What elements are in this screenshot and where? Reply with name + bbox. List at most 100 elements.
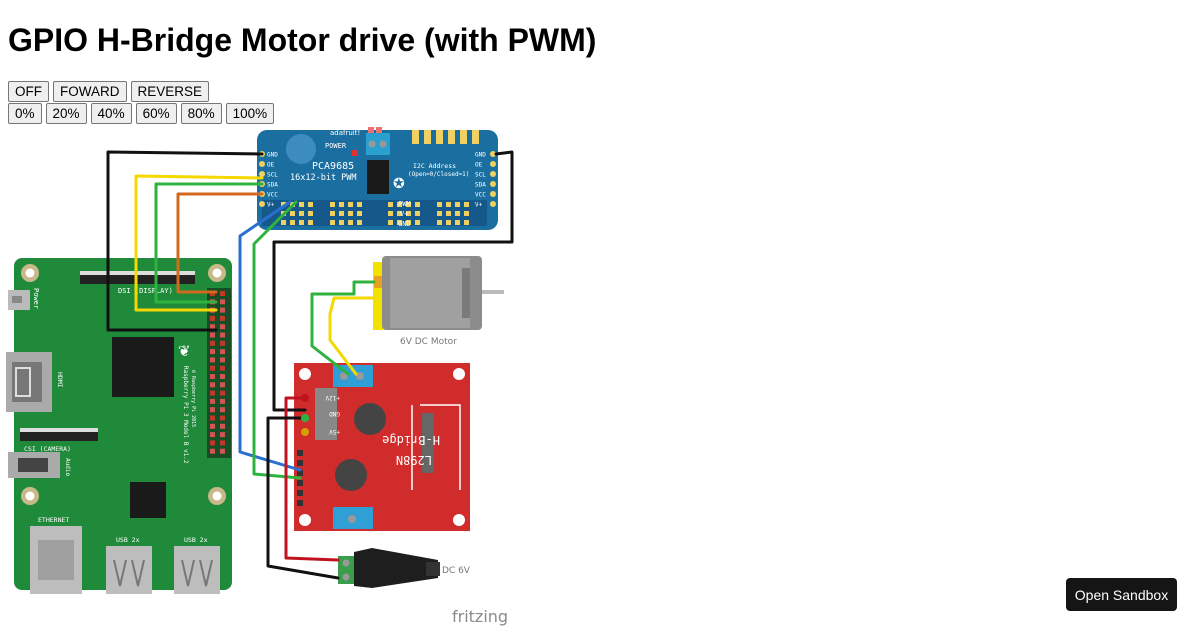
pwm-pin-label: VCC (267, 192, 278, 199)
pwm-header-pin (455, 220, 460, 225)
csi-label: CSI (CAMERA) (24, 445, 71, 453)
pwm-header-pin (308, 202, 313, 207)
motor-label: 6V DC Motor (400, 337, 457, 347)
direction-controls: OFF FOWARD REVERSE (8, 81, 210, 102)
gpio-pin (210, 340, 215, 346)
reverse-button[interactable]: REVERSE (130, 81, 210, 102)
gpio-pin (220, 340, 225, 346)
gpio-pin (220, 307, 225, 313)
adafruit-brand: adafruit! (330, 129, 360, 137)
gpio-pin (220, 440, 225, 446)
pwm-pin-label: OE (267, 162, 275, 169)
pwm-header-pin (415, 211, 420, 216)
pwm-header-pin (339, 202, 344, 207)
i2c-title: I2C Address (413, 162, 456, 170)
pwm-pin-label: SDA (475, 182, 486, 189)
pwm-header-pin (299, 211, 304, 216)
wires (106, 150, 514, 580)
pwm-header-pin (339, 211, 344, 216)
speed-0-button[interactable]: 0% (8, 103, 42, 124)
gpio-pin (220, 407, 225, 413)
pca-subtitle: 16x12-bit PWM (290, 173, 357, 183)
address-jumper (472, 130, 479, 144)
speed-20-button[interactable]: 20% (45, 103, 87, 124)
gpio-pin (220, 398, 225, 404)
gpio-pin (220, 415, 225, 421)
audio-label: Audio (64, 458, 71, 476)
fritzing-watermark: fritzing (452, 607, 508, 626)
adafruit-star-icon: ✪ (393, 175, 405, 191)
off-button[interactable]: OFF (8, 81, 49, 102)
gpio-pin (210, 440, 215, 446)
gpio-pin (210, 357, 215, 363)
wiring-diagram: DSI (DISPLAY) Power HDMI ❦ Raspberry Pi … (6, 127, 514, 626)
page-title: GPIO H-Bridge Motor drive (with PWM) (8, 22, 597, 58)
gnd-row-label: GND (398, 220, 411, 228)
hbridge-board: H-Bridge L298N +12V GND +5V (294, 363, 470, 531)
address-jumper (448, 130, 455, 144)
address-jumper (436, 130, 443, 144)
pwm-header-pin (357, 202, 362, 207)
pwm-header-pin (397, 211, 402, 216)
speed-100-button[interactable]: 100% (225, 103, 275, 124)
gpio-pin (210, 390, 215, 396)
speed-40-button[interactable]: 40% (90, 103, 132, 124)
hb-pin-gnd: GND (329, 410, 340, 417)
pwm-header-pin (464, 202, 469, 207)
hbridge-input-pin (297, 480, 303, 486)
ethernet-label: ETHERNET (38, 516, 69, 524)
pwm-header-pin (397, 220, 402, 225)
vplus-row-label: V+ (400, 210, 408, 218)
pwm-pin-label: SCL (475, 172, 486, 179)
pca-chip-label: PCA9685 (312, 161, 354, 172)
gpio-pin (220, 291, 225, 296)
hbridge-chip: L298N (396, 453, 432, 467)
pwm-header-pin (330, 211, 335, 216)
pwm-pin-label: V+ (475, 202, 483, 209)
pwm-header-pin (397, 202, 402, 207)
gpio-pin (220, 357, 225, 363)
hbridge-input-pin (297, 460, 303, 466)
pwm-edge-pin (490, 201, 496, 207)
speed-80-button[interactable]: 80% (180, 103, 222, 124)
i2c-subtitle: (Open=0/Closed=1) (408, 171, 469, 178)
pwm-header-pin (348, 202, 353, 207)
pwm-pin-label: SCL (267, 172, 278, 179)
gpio-pin (210, 398, 215, 404)
gpio-pin (210, 365, 215, 371)
gpio-pin (210, 432, 215, 438)
pwm-pin-label: GND (475, 152, 486, 159)
pwm-header-pin (357, 211, 362, 216)
gpio-pin (210, 349, 215, 355)
speed-60-button[interactable]: 60% (135, 103, 177, 124)
pwm-edge-pin (259, 171, 265, 177)
gpio-pin (210, 415, 215, 421)
pi-model-label: Raspberry Pi 3 Model B v1.2 (182, 366, 189, 464)
open-sandbox-button[interactable]: Open Sandbox (1066, 578, 1177, 611)
pwm-header-pin (357, 220, 362, 225)
dc-motor: 6V DC Motor (373, 256, 504, 347)
gpio-pin (220, 448, 225, 454)
pwm-header-pin (290, 220, 295, 225)
usb-label-2: USB 2x (184, 536, 208, 544)
address-jumper (460, 130, 467, 144)
pwm-header-pin (446, 211, 451, 216)
gpio-pin (210, 374, 215, 379)
power-port-label: Power (32, 288, 40, 309)
pwm-header-pin (281, 220, 286, 225)
pwm-header-pin (464, 220, 469, 225)
pi-copyright-label: © Raspberry Pi 2015 (190, 370, 196, 427)
pwm-header-pin (339, 220, 344, 225)
gpio-pin (220, 324, 225, 330)
hbridge-input-pin (297, 470, 303, 476)
dsi-label: DSI (DISPLAY) (118, 287, 173, 295)
pwm-header-pin (446, 220, 451, 225)
gpio-pin (210, 407, 215, 413)
pwm-edge-pin (490, 191, 496, 197)
pwm-header-pin (330, 220, 335, 225)
pwm-edge-pin (490, 171, 496, 177)
pwm-header-pin (406, 202, 411, 207)
gpio-pin (210, 448, 215, 454)
forward-button[interactable]: FOWARD (53, 81, 127, 102)
pwm-header-pin (455, 211, 460, 216)
